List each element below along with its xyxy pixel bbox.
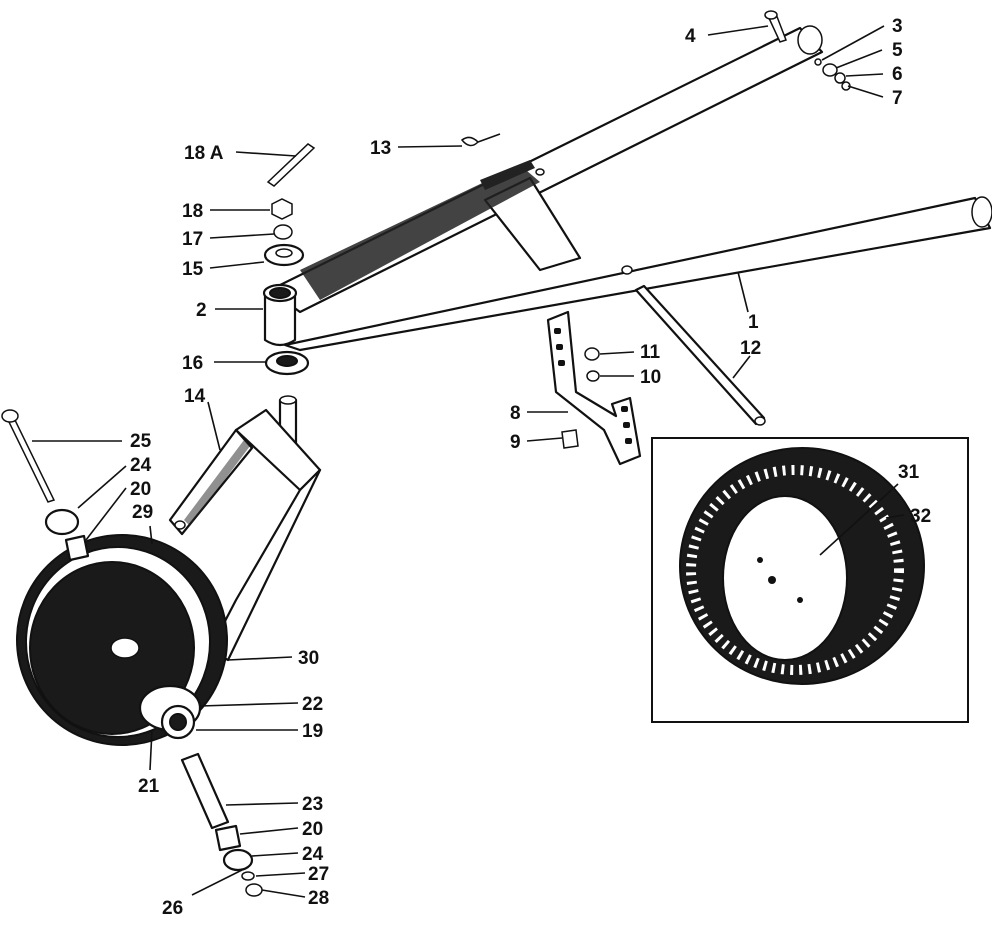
callout-7: 7 xyxy=(892,88,903,109)
a-frame xyxy=(268,25,992,352)
callout-18a: 18 A xyxy=(184,143,224,164)
axle-parts xyxy=(1,409,263,897)
callout-9: 9 xyxy=(510,432,521,453)
callout-30: 30 xyxy=(298,648,319,669)
hardware xyxy=(263,10,851,449)
callout-4: 4 xyxy=(685,26,696,47)
callout-5: 5 xyxy=(892,40,903,61)
callout-27: 27 xyxy=(308,864,329,885)
callout-1: 1 xyxy=(748,312,759,333)
bracket xyxy=(546,310,642,466)
callout-28: 28 xyxy=(308,888,329,909)
callout-31: 31 xyxy=(898,462,920,483)
callout-14: 14 xyxy=(184,386,206,407)
callout-13: 13 xyxy=(370,138,391,159)
callout-20-upper: 20 xyxy=(130,479,151,500)
callout-29: 29 xyxy=(132,502,153,523)
callout-24-upper: 24 xyxy=(130,455,152,476)
callout-18: 18 xyxy=(182,201,203,222)
callout-3: 3 xyxy=(892,16,903,37)
callout-17: 17 xyxy=(182,229,203,250)
pivot-tube xyxy=(262,283,298,347)
caster-wheel xyxy=(16,534,228,746)
callout-labels: 1 2 3 4 5 6 7 8 9 10 11 12 13 14 15 16 1… xyxy=(130,16,931,919)
callout-20-lower: 20 xyxy=(302,819,323,840)
rod xyxy=(634,284,766,426)
callout-12: 12 xyxy=(740,338,761,359)
callout-8: 8 xyxy=(510,403,521,424)
callout-21: 21 xyxy=(138,776,160,797)
callout-26: 26 xyxy=(162,898,183,919)
leader-lines xyxy=(32,25,905,898)
callout-11: 11 xyxy=(640,342,661,363)
callout-2: 2 xyxy=(196,300,207,321)
tire-inset xyxy=(651,437,969,723)
callout-6: 6 xyxy=(892,64,903,85)
callout-16: 16 xyxy=(182,353,203,374)
callout-32: 32 xyxy=(910,506,931,527)
callout-10: 10 xyxy=(640,367,661,388)
callout-25: 25 xyxy=(130,431,152,452)
callout-22: 22 xyxy=(302,694,323,715)
callout-24-lower: 24 xyxy=(302,844,324,865)
callout-23: 23 xyxy=(302,794,323,815)
callout-19: 19 xyxy=(302,721,323,742)
callout-15: 15 xyxy=(182,259,204,280)
